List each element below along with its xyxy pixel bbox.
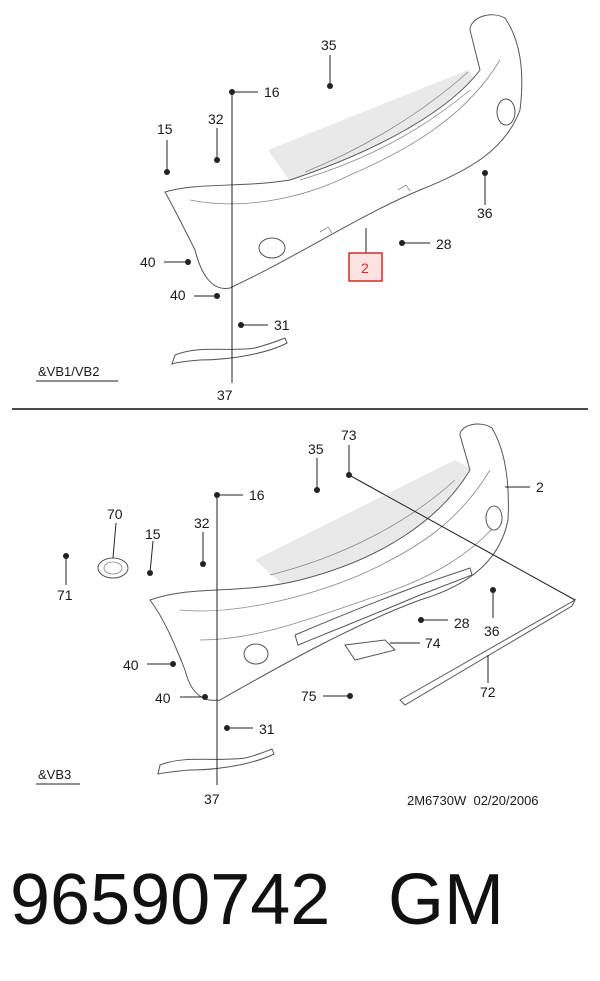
- callout-upper-36: 36: [477, 205, 493, 221]
- callout-lower-40b: 40: [155, 690, 171, 706]
- callout-lower-75: 75: [301, 688, 317, 704]
- lower-reflector-hole: [243, 643, 269, 665]
- lower-side-strip: [157, 748, 275, 775]
- reflector-70: [97, 557, 129, 579]
- skid-plate-72: [399, 598, 577, 706]
- callout-lower-40a: 40: [123, 657, 139, 673]
- reflector-70-inner: [103, 561, 123, 575]
- callout-lower-15: 15: [145, 526, 161, 542]
- callout-upper-16: 16: [264, 84, 280, 100]
- callout-lower-35: 35: [308, 441, 324, 457]
- upper-leaders: [164, 55, 486, 383]
- callout-upper-37: 37: [217, 387, 233, 403]
- lower-bumper-edge-1: [179, 469, 491, 612]
- lower-diagram: 73 35 16 70 32 15 2 71 28 36 74 40 40 75…: [36, 423, 577, 808]
- brand-label: GM: [388, 860, 504, 940]
- lower-leaders: [65, 445, 576, 785]
- highlighted-callout-2[interactable]: 2: [348, 252, 383, 282]
- callout-upper-40b: 40: [170, 287, 186, 303]
- upper-diagram: 35 16 15 32 36 40 28 40 31 37 2 &VB1/VB2: [36, 14, 523, 403]
- callout-lower-72: 72: [480, 684, 496, 700]
- callout-lower-32: 32: [194, 515, 210, 531]
- callout-upper-40a: 40: [140, 254, 156, 270]
- callout-lower-73: 73: [341, 427, 357, 443]
- callout-upper-32: 32: [208, 111, 224, 127]
- upper-bumper-edge-2: [299, 89, 471, 181]
- upper-clip-b: [397, 184, 411, 192]
- lower-bracket-74: [344, 639, 396, 661]
- callout-lower-2: 2: [536, 479, 544, 495]
- upper-bumper-body: [164, 14, 523, 289]
- callout-lower-70: 70: [107, 506, 123, 522]
- upper-side-strip: [171, 337, 288, 365]
- variant-label-upper: &VB1/VB2: [38, 364, 99, 379]
- callout-lower-36: 36: [484, 623, 500, 639]
- upper-bumper-edge-3: [304, 71, 469, 173]
- callout-lower-28: 28: [454, 615, 470, 631]
- drawing-reference: 2M6730W 02/20/2006: [407, 793, 539, 808]
- callout-lower-74: 74: [425, 635, 441, 651]
- part-number: 96590742: [10, 860, 330, 940]
- callout-upper-31: 31: [274, 317, 290, 333]
- callout-lower-16: 16: [249, 487, 265, 503]
- lower-molding-74: [294, 567, 473, 646]
- lower-bumper-edge-2: [269, 479, 456, 576]
- upper-side-hole: [496, 98, 516, 126]
- upper-clip-a: [319, 226, 333, 234]
- callout-lower-31: 31: [259, 721, 275, 737]
- lower-side-hole: [485, 505, 503, 531]
- lower-shade-panel: [255, 460, 510, 600]
- callout-lower-37: 37: [204, 791, 220, 807]
- lower-bumper-edge-3: [199, 519, 501, 641]
- callout-upper-15: 15: [157, 121, 173, 137]
- callout-upper-2: 2: [361, 260, 369, 276]
- callout-lower-71: 71: [57, 587, 73, 603]
- upper-bumper-edge-1: [189, 59, 501, 205]
- upper-reflector-hole: [258, 237, 286, 259]
- callout-upper-28: 28: [436, 236, 452, 252]
- callout-upper-35: 35: [321, 37, 337, 53]
- variant-label-lower: &VB3: [38, 767, 71, 782]
